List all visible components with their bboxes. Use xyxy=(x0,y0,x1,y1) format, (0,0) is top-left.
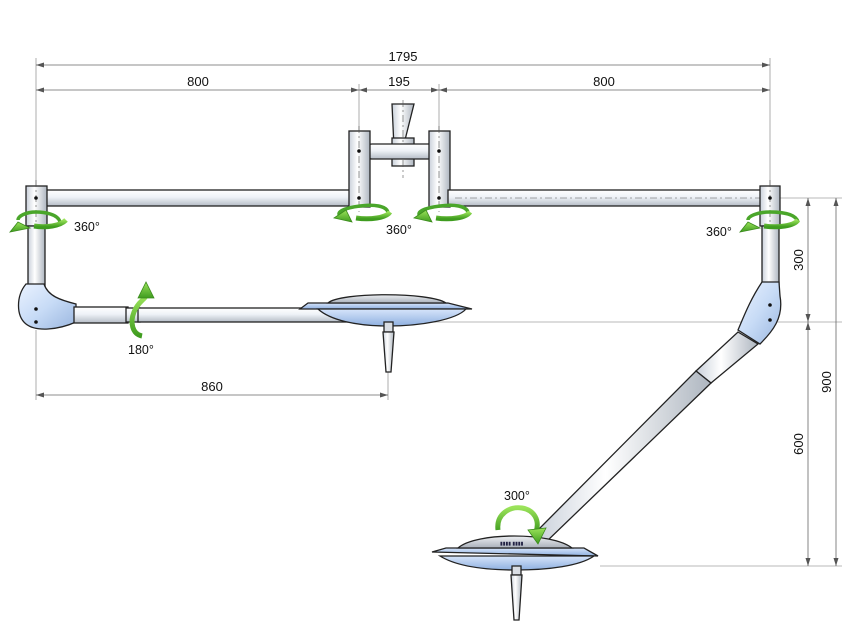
lamp-head-right: ▮▮▮▮ ▮▮▮▮ xyxy=(431,535,599,621)
dim-left-arm: 800 xyxy=(187,74,209,89)
ceiling-mount xyxy=(365,100,439,178)
angle-right-pivot: 360° xyxy=(706,225,732,239)
angle-center-mount: 360° xyxy=(386,223,412,237)
dim-light-arm: 860 xyxy=(201,379,223,394)
rotation-arrow-left-pivot xyxy=(9,210,68,233)
dim-overall-width: 1795 xyxy=(389,49,418,64)
rotation-arrow-center-right xyxy=(412,203,473,223)
right-arm xyxy=(428,126,782,544)
angle-lamp-rotation: 300° xyxy=(504,489,530,503)
lamp-head-left xyxy=(298,294,473,373)
rotation-arrow-300 xyxy=(495,505,547,545)
dim-total-height: 900 xyxy=(819,371,834,393)
angle-tilt: 180° xyxy=(128,343,154,357)
left-arm xyxy=(17,126,387,330)
tilt-arrow-180 xyxy=(129,281,155,339)
dim-center-mount: 195 xyxy=(388,74,410,89)
rotation-arrows xyxy=(9,203,801,545)
dim-right-arm: 800 xyxy=(593,74,615,89)
rotation-arrow-right-pivot xyxy=(739,210,801,233)
lamp-brand-mark: ▮▮▮▮ ▮▮▮▮ xyxy=(500,541,524,547)
angle-left-pivot: 360° xyxy=(74,220,100,234)
rotation-arrow-center-left xyxy=(332,203,393,223)
rotation-labels: 360° 360° 360° 180° 300° xyxy=(74,220,732,503)
dimension-labels: 1795 800 195 800 860 300 600 900 xyxy=(187,49,834,455)
dim-arm-height: 600 xyxy=(791,433,806,455)
dim-drop-height: 300 xyxy=(791,249,806,271)
